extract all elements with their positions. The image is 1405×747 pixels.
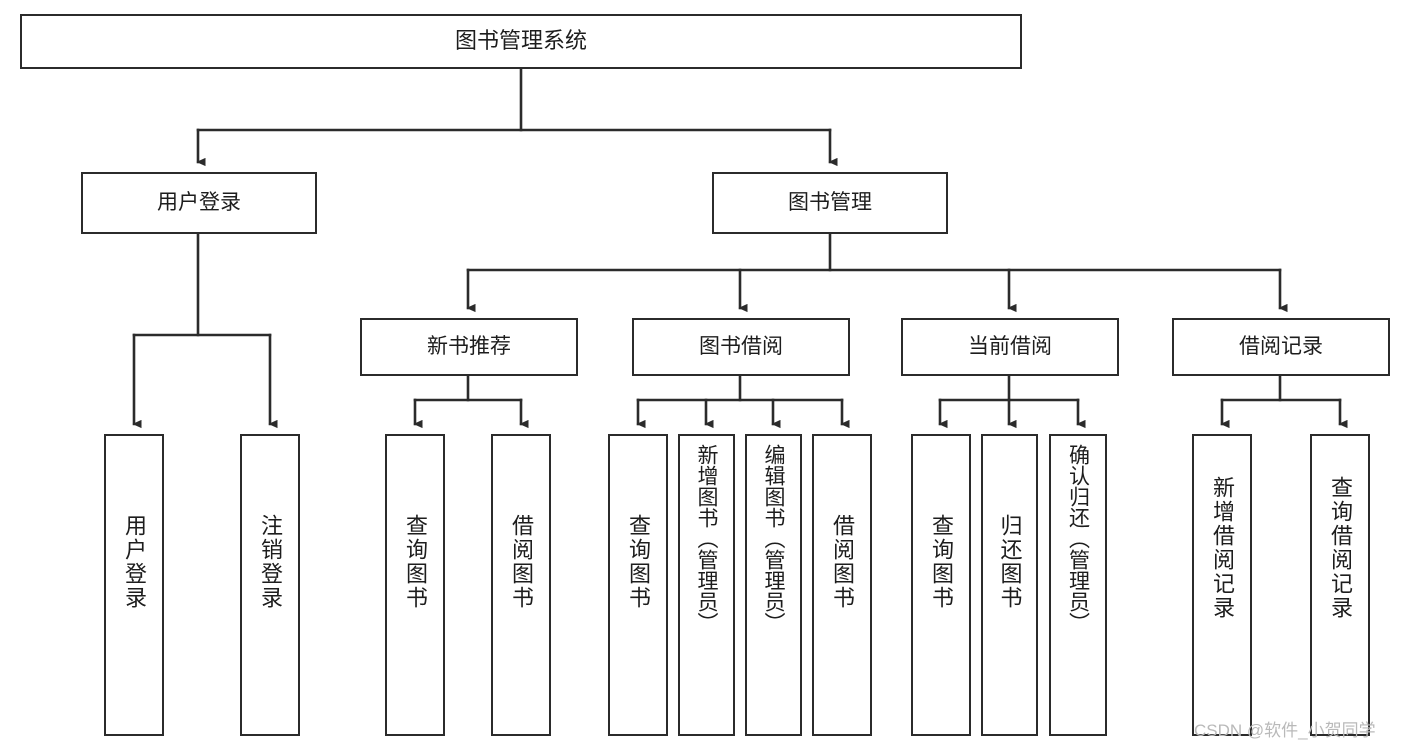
node-leaf-return-book[interactable]: 归还图书	[981, 434, 1038, 736]
node-label: 新书推荐	[427, 335, 511, 359]
node-label: 图书管理系统	[454, 28, 587, 54]
node-leaf-edit-book[interactable]: 编辑图书（管理员）	[745, 434, 802, 736]
node-leaf-query-book-2[interactable]: 查询图书	[608, 434, 668, 736]
node-label: 用户登录	[122, 514, 147, 610]
node-root-system[interactable]: 图书管理系统	[20, 14, 1022, 69]
node-label: 用户登录	[157, 191, 241, 215]
node-current-borrow[interactable]: 当前借阅	[901, 318, 1119, 376]
node-user-login[interactable]: 用户登录	[81, 172, 317, 234]
node-label: 查询图书	[403, 514, 428, 610]
node-book-borrow[interactable]: 图书借阅	[632, 318, 850, 376]
node-label: 确认归还（管理员）	[1066, 444, 1090, 633]
node-label: 当前借阅	[968, 335, 1052, 359]
node-label: 新增图书（管理员）	[695, 444, 718, 633]
node-leaf-borrow-book-2[interactable]: 借阅图书	[812, 434, 872, 736]
node-label: 归还图书	[997, 514, 1023, 610]
node-label: 图书借阅	[699, 335, 783, 359]
node-leaf-user-logout[interactable]: 注销登录	[240, 434, 300, 736]
node-leaf-confirm-return[interactable]: 确认归还（管理员）	[1049, 434, 1107, 736]
node-book-manage[interactable]: 图书管理	[712, 172, 948, 234]
node-label: 查询图书	[929, 514, 954, 610]
node-borrow-record[interactable]: 借阅记录	[1172, 318, 1390, 376]
node-label: 借阅图书	[830, 514, 855, 610]
node-leaf-user-login[interactable]: 用户登录	[104, 434, 164, 736]
node-label: 编辑图书（管理员）	[762, 444, 785, 633]
node-new-book-recommend[interactable]: 新书推荐	[360, 318, 578, 376]
node-leaf-add-record[interactable]: 新增借阅记录	[1192, 434, 1252, 736]
node-label: 借阅图书	[509, 514, 534, 610]
node-label: 图书管理	[788, 191, 872, 215]
node-leaf-query-book-3[interactable]: 查询图书	[911, 434, 971, 736]
node-label: 借阅记录	[1239, 335, 1323, 359]
node-label: 新增借阅记录	[1210, 476, 1235, 620]
node-label: 注销登录	[258, 514, 283, 610]
node-leaf-query-record[interactable]: 查询借阅记录	[1310, 434, 1370, 736]
node-leaf-borrow-book-1[interactable]: 借阅图书	[491, 434, 551, 736]
node-leaf-add-book[interactable]: 新增图书（管理员）	[678, 434, 735, 736]
node-leaf-query-book-1[interactable]: 查询图书	[385, 434, 445, 736]
node-label: 查询借阅记录	[1328, 476, 1353, 620]
node-label: 查询图书	[626, 514, 651, 610]
